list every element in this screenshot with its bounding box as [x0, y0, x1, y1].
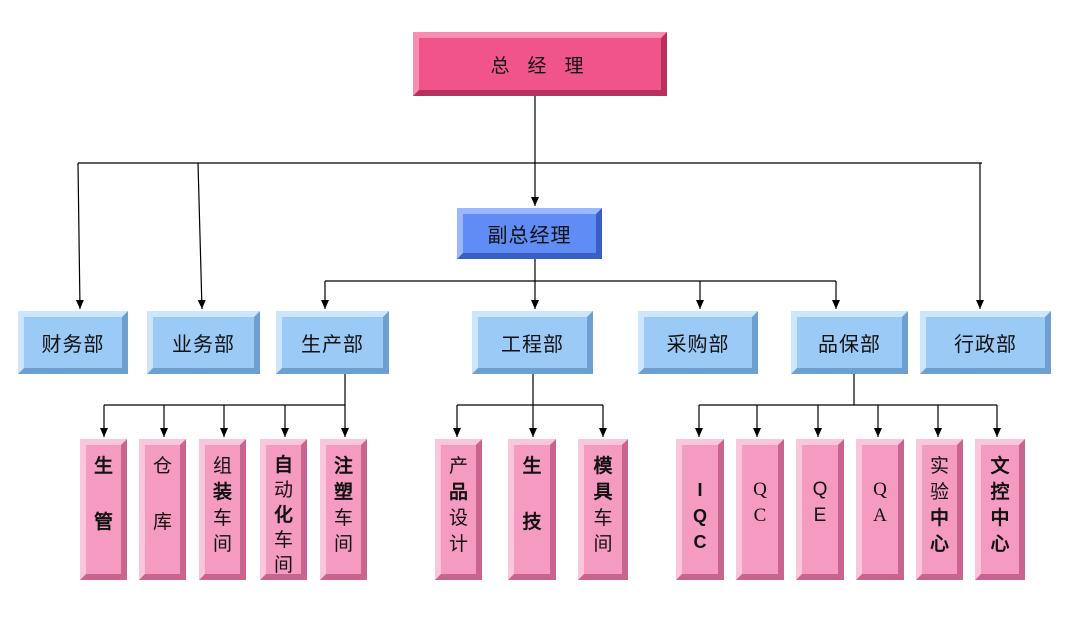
deputy-general-manager-box: 副总经理 [457, 208, 602, 259]
char: Q [873, 479, 887, 500]
char: A [873, 505, 887, 526]
char: 装 [212, 481, 232, 503]
char: 控 [990, 481, 1010, 503]
unit-warehouse: 仓 库 [139, 439, 186, 580]
char: 车 [333, 507, 353, 529]
dept-business: 业务部 [147, 311, 260, 374]
unit-automation-workshop: 自 动 化 车 间 [260, 439, 307, 580]
char: 实 [929, 455, 949, 477]
general-manager-box: 总 经 理 [413, 32, 667, 96]
unit-injection-workshop: 注 塑 车 间 [320, 439, 367, 580]
char: 车 [273, 529, 293, 551]
dept-admin: 行政部 [920, 311, 1051, 374]
dept-quality: 品保部 [791, 311, 908, 374]
char: 中 [929, 507, 949, 529]
dept-production: 生产部 [276, 311, 389, 374]
char: E [813, 505, 827, 526]
unit-lab-center: 实 验 中 心 [916, 439, 963, 580]
char: C [753, 505, 767, 526]
char: 车 [212, 507, 232, 529]
char: 生 [93, 455, 113, 477]
char: Q [812, 479, 828, 500]
unit-iqc: I Q C [676, 439, 724, 580]
unit-product-design: 产 品 设 计 [435, 439, 482, 580]
dept-purchasing-label: 采购部 [666, 332, 730, 356]
char: 自 [273, 454, 293, 476]
dept-production-label: 生产部 [301, 332, 364, 356]
unit-qc: Q C [736, 439, 784, 580]
char: 品 [448, 481, 468, 503]
unit-document-control-center: 文 控 中 心 [975, 439, 1025, 580]
char: Q [753, 479, 767, 500]
char: 模 [593, 455, 613, 477]
dept-quality-label: 品保部 [818, 332, 881, 356]
unit-mold-workshop: 模 具 车 间 [578, 439, 628, 580]
char: 动 [273, 479, 293, 501]
unit-qe: Q E [796, 439, 844, 580]
dept-engineering: 工程部 [472, 311, 593, 374]
char: 间 [593, 533, 613, 555]
char: I [697, 480, 703, 500]
dept-business-label: 业务部 [172, 332, 235, 356]
char: 塑 [333, 481, 353, 503]
unit-assembly-workshop: 组 装 车 间 [199, 439, 246, 580]
char: 计 [448, 533, 468, 555]
unit-qa: Q A [856, 439, 904, 580]
char: 间 [273, 554, 293, 576]
char: 技 [522, 511, 542, 533]
char: 具 [593, 481, 613, 503]
char: 心 [929, 533, 949, 555]
char: 管 [93, 511, 113, 533]
deputy-general-manager-label: 副总经理 [487, 223, 572, 247]
char: 仓 [152, 455, 172, 477]
char: 设 [448, 507, 468, 529]
unit-production-tech: 生 技 [508, 439, 556, 580]
char: 生 [522, 455, 542, 477]
char: 车 [593, 507, 613, 529]
char: C [693, 532, 707, 552]
char: 间 [212, 533, 232, 555]
char: 产 [448, 455, 468, 477]
char: 心 [990, 533, 1010, 555]
char: 组 [212, 455, 232, 477]
char: 库 [152, 511, 172, 533]
char: 中 [990, 507, 1010, 529]
general-manager-label: 总 经 理 [490, 54, 590, 77]
char: 注 [333, 455, 353, 477]
dept-finance: 财务部 [18, 311, 128, 374]
char: Q [692, 506, 707, 526]
char: 验 [929, 481, 949, 503]
char: 间 [333, 533, 353, 555]
unit-production-planning: 生 管 [80, 439, 127, 580]
char: 化 [273, 504, 293, 526]
dept-finance-label: 财务部 [41, 332, 105, 356]
char: 文 [990, 455, 1010, 477]
dept-engineering-label: 工程部 [501, 332, 564, 356]
dept-admin-label: 行政部 [954, 332, 1017, 356]
dept-purchasing: 采购部 [638, 311, 758, 374]
